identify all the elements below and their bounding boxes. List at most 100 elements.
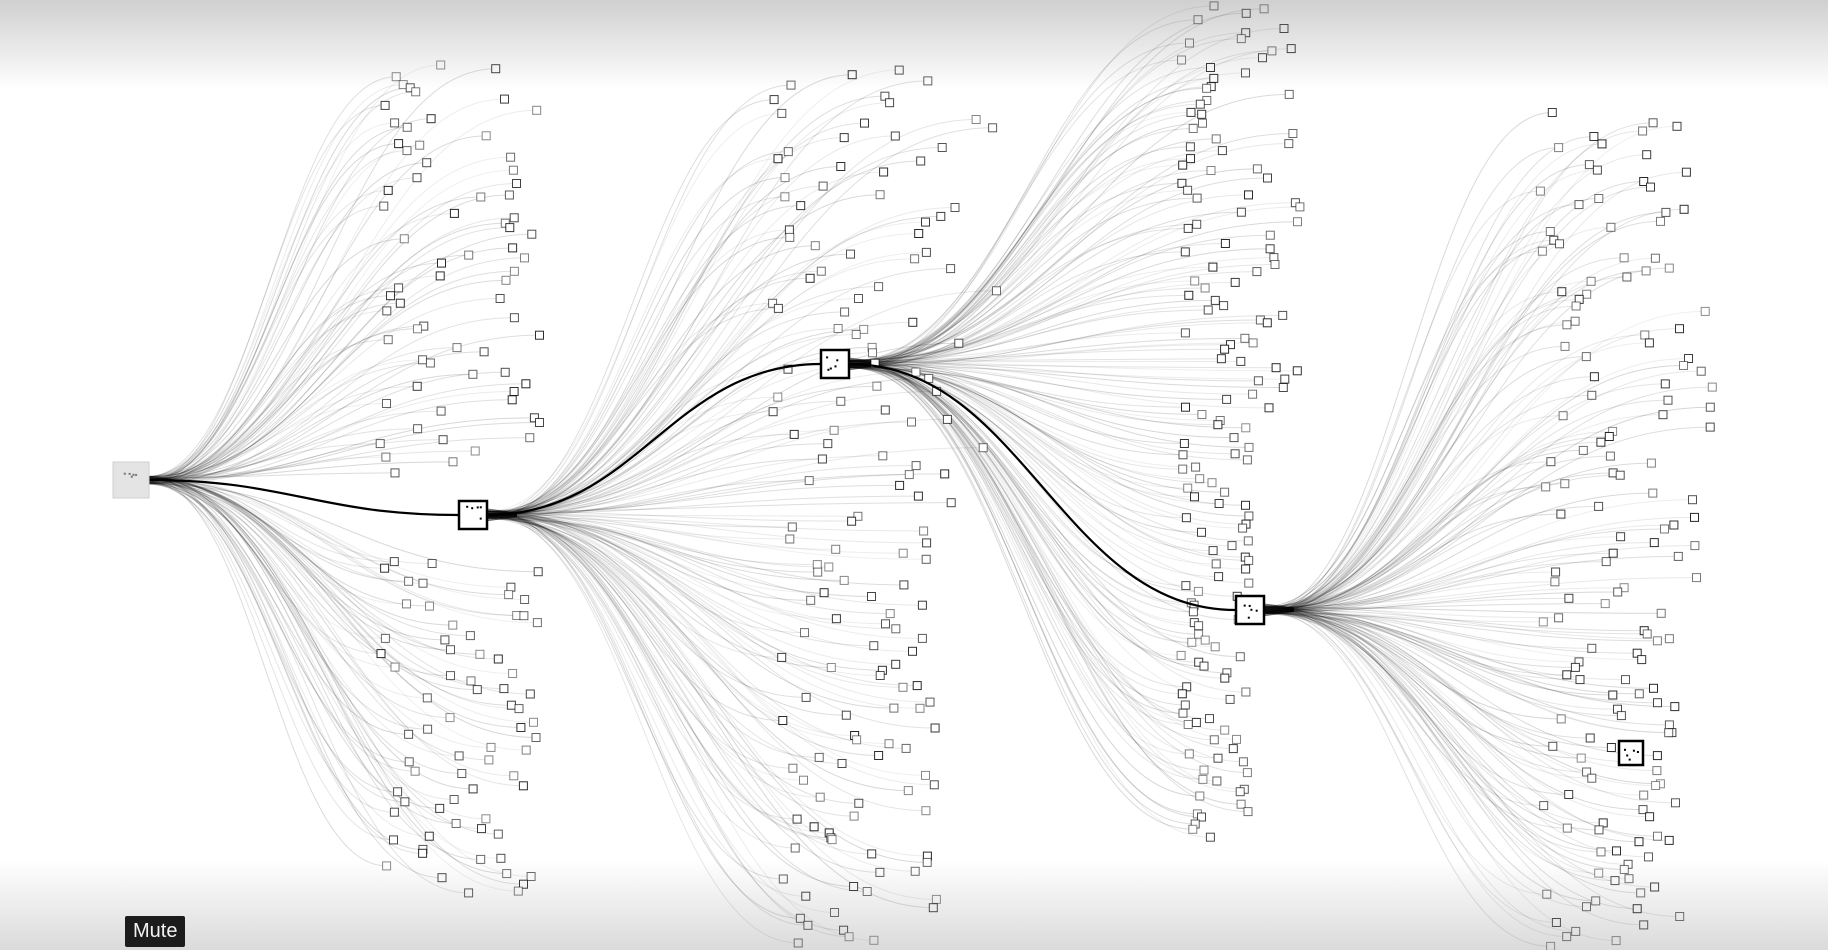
leaf-connector-line — [849, 358, 1222, 362]
leaf-node — [1591, 896, 1601, 906]
leaf-node — [1180, 328, 1190, 338]
leaf-connector-line — [145, 479, 525, 601]
leaf-connector-line — [487, 495, 919, 515]
leaf-node — [839, 575, 849, 585]
leaf-node — [914, 229, 924, 238]
leaf-node — [1200, 283, 1210, 293]
leaf-connector-line — [849, 223, 1197, 369]
leaf-connector-line — [1264, 607, 1638, 910]
leaf-connector-line — [849, 364, 1197, 724]
leaf-connector-line — [487, 516, 928, 857]
leaf-connector-line — [487, 511, 894, 709]
leaf-connector-line — [1264, 461, 1551, 609]
leaf-node — [911, 461, 921, 471]
leaf-connector-line — [145, 177, 418, 478]
leaf-connector-line — [1264, 143, 1602, 613]
leaf-connector-line — [1264, 597, 1569, 612]
leaf-connector-line — [487, 516, 883, 671]
leaf-node — [1546, 941, 1556, 950]
mute-button[interactable]: Mute — [125, 916, 186, 947]
leaf-connector-line — [1264, 291, 1562, 612]
leaf-node — [1198, 118, 1207, 128]
leaf-connector-line — [849, 138, 1217, 362]
leaf-node — [1206, 166, 1216, 175]
leaf-connector-line — [849, 362, 1235, 439]
leaf-node — [859, 324, 869, 334]
leaf-connector-line — [1264, 426, 1711, 610]
bundle-line — [486, 515, 518, 519]
leaf-connector-line — [849, 364, 1246, 429]
leaf-connector-line — [145, 68, 496, 479]
hub-dot — [826, 356, 829, 359]
leaf-node — [1705, 402, 1715, 412]
leaf-connector-line — [849, 366, 1218, 759]
leaf-connector-line — [1264, 545, 1695, 611]
leaf-node — [1574, 200, 1584, 210]
leaf-connector-line — [145, 480, 520, 710]
leaf-connector-line — [1264, 606, 1567, 676]
leaf-node — [1293, 217, 1302, 227]
leaf-node — [1213, 753, 1223, 763]
leaf-node — [413, 324, 422, 334]
leaf-node — [780, 173, 790, 183]
leaf-node — [1570, 662, 1580, 672]
leaf-connector-line — [487, 302, 773, 515]
leaf-node — [1670, 702, 1680, 712]
leaf-node — [1186, 107, 1196, 117]
leaf-connector-line — [849, 364, 1202, 818]
leaf-connector-line — [1264, 611, 1630, 880]
leaf-connector-line — [849, 366, 1196, 468]
leaf-node — [1219, 301, 1229, 311]
leaf-connector-line — [849, 366, 1227, 674]
leaf-node — [1658, 410, 1668, 420]
leaf-connector-line — [1264, 609, 1645, 632]
leaf-connector-line — [1264, 613, 1602, 853]
leaf-node — [1244, 511, 1254, 521]
leaf-connector-line — [1264, 609, 1567, 938]
leaf-node — [1649, 683, 1658, 693]
leaf-node — [1582, 289, 1592, 299]
leaf-connector-line — [487, 514, 837, 620]
leaf-connector-line — [145, 143, 399, 483]
leaf-node — [1184, 290, 1194, 300]
leaf-connector-line — [145, 476, 499, 835]
leaf-node — [1545, 227, 1555, 236]
leaf-node — [940, 469, 950, 479]
leaf-connector-line — [1264, 130, 1643, 609]
leaf-connector-line — [849, 366, 1241, 658]
leaf-node — [404, 729, 414, 739]
leaf-connector-line — [849, 113, 1202, 369]
leaf-node — [1241, 687, 1251, 697]
leaf-node — [1195, 474, 1205, 484]
leaf-connector-line — [849, 93, 1290, 365]
leaf-connector-line — [145, 247, 513, 485]
hub-dot — [1632, 749, 1635, 752]
leaf-node — [839, 925, 849, 935]
leaf-node — [529, 413, 539, 423]
leaf-connector-line — [1264, 611, 1562, 720]
leaf-connector-line — [487, 465, 917, 516]
leaf-node — [867, 849, 877, 859]
leaf-node — [413, 424, 423, 434]
leaf-node — [1270, 260, 1280, 269]
leaf-connector-line — [1264, 328, 1680, 613]
hub-dot — [479, 517, 482, 520]
leaf-node — [466, 676, 476, 686]
leaf-node — [1200, 635, 1210, 645]
leaf-connector-line — [487, 511, 891, 615]
leaf-node — [1280, 374, 1290, 384]
leaf-connector-line — [487, 290, 997, 513]
leaf-node — [1248, 389, 1258, 399]
leaf-connector-lines — [145, 5, 1713, 947]
leaf-connector-line — [487, 514, 924, 532]
leaf-node — [519, 611, 529, 621]
leaf-connector-line — [145, 482, 410, 763]
leaf-node — [1690, 541, 1700, 551]
leaf-connector-line — [487, 443, 828, 519]
leaf-node — [394, 139, 404, 149]
leaf-node — [1197, 410, 1207, 419]
leaf-node — [816, 266, 826, 276]
leaf-connector-line — [1264, 164, 1590, 609]
leaf-connector-line — [1264, 609, 1672, 734]
